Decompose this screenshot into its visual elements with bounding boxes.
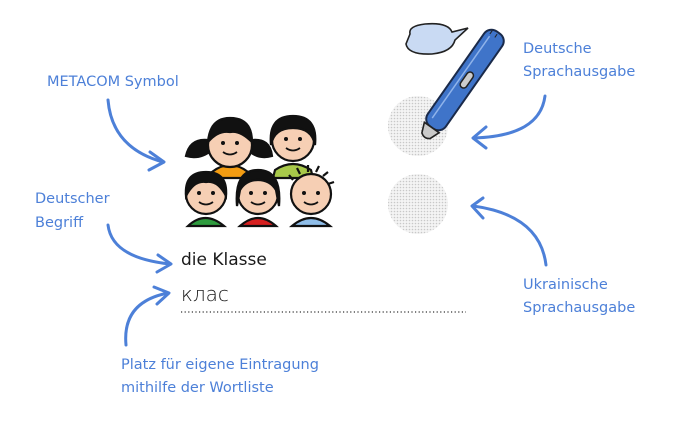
arrow-to-ukrainian-audio <box>470 196 548 267</box>
german-audio-label-line2: Sprachausgabe <box>523 64 636 80</box>
ukrainian-audio-dotcode[interactable] <box>388 174 448 234</box>
speech-bubble-icon <box>405 22 469 55</box>
german-word: die Klasse <box>181 250 267 270</box>
arrow-to-german-term <box>106 223 173 274</box>
german-term-label-line2: Begriff <box>35 215 84 231</box>
german-audio-label-line1: Deutsche <box>523 41 592 57</box>
arrow-to-german-audio <box>471 94 547 150</box>
german-term-label-line1: Deutscher <box>35 191 110 207</box>
metacom-class-symbol <box>184 114 335 228</box>
metacom-symbol-label: METACOM Symbol <box>47 74 179 90</box>
own-entry-label-line2: mithilfe der Wortliste <box>121 380 274 396</box>
arrow-to-symbol <box>106 98 166 172</box>
reading-pen-icon <box>421 28 505 140</box>
ukrainian-audio-label-line2: Sprachausgabe <box>523 300 636 316</box>
own-entry-label-line1: Platz für eigene Eintragung <box>121 357 319 373</box>
arrow-to-entry <box>124 285 171 347</box>
ukrainian-word: клас <box>181 282 229 306</box>
ukrainian-audio-label-line1: Ukrainische <box>523 277 608 293</box>
